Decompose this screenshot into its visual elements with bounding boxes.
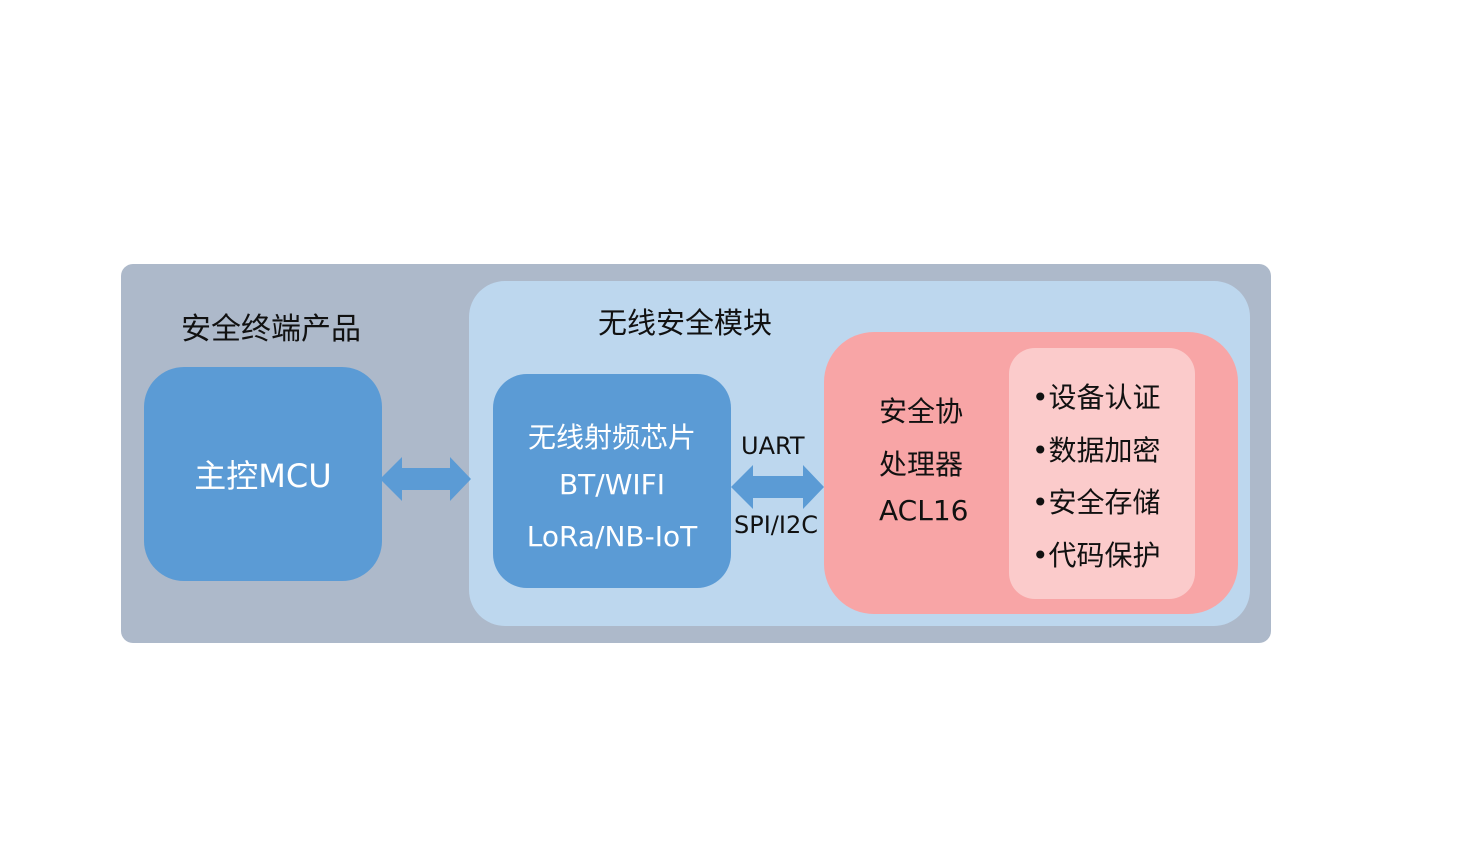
feature-item: •设备认证 [1032, 381, 1161, 414]
module-title: 无线安全模块 [598, 306, 773, 340]
rf-chip-line: BT/WIFI [558, 468, 666, 501]
feature-item: •安全存储 [1032, 486, 1161, 519]
main-mcu-box: 主控MCU [144, 367, 382, 581]
feature-item: •数据加密 [1032, 434, 1161, 467]
processor-line: 处理器 [879, 448, 964, 481]
bidirectional-arrow-icon [731, 465, 824, 509]
product-title: 安全终端产品 [181, 312, 361, 347]
rf-chip-line: LoRa/NB-IoT [526, 520, 698, 553]
uart-label: UART [741, 432, 805, 460]
rf-chip-line: 无线射频芯片 [527, 421, 696, 454]
bidirectional-arrow-icon [380, 457, 471, 501]
spi-i2c-label: SPI/I2C [734, 511, 818, 539]
mcu-label: 主控MCU [194, 457, 332, 495]
processor-line: ACL16 [879, 494, 969, 527]
rf-chip-box: 无线射频芯片 BT/WIFI LoRa/NB-IoT [493, 374, 731, 588]
processor-line: 安全协 [879, 395, 964, 428]
feature-item: •代码保护 [1032, 539, 1161, 572]
features-box [1009, 348, 1195, 599]
